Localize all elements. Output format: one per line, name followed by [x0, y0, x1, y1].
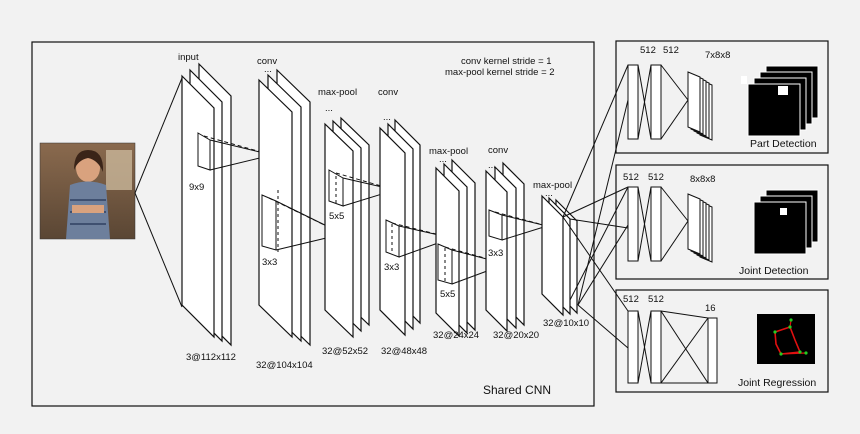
part-detection-title: Part Detection: [750, 138, 817, 150]
layer-ellipsis-conv3: ...: [488, 160, 496, 171]
note-pool-stride: max-pool kernel stride = 2: [445, 67, 555, 78]
layer-input-planes: [181, 62, 232, 347]
pose-skeleton-image: [757, 314, 815, 364]
part-fc2-layer: [650, 64, 662, 140]
regression-fc2-layer: [650, 310, 662, 384]
kernel-label-5x5-b: 5x5: [440, 289, 455, 300]
head-connectors: [562, 64, 629, 349]
note-conv-stride: conv kernel stride = 1: [461, 56, 552, 67]
part-output-maps: [687, 71, 713, 141]
kernel-label-9x9: 9x9: [189, 182, 204, 193]
kernel-label-3x3-c: 3x3: [488, 248, 503, 259]
dim-pool3: 32@10x10: [543, 318, 589, 329]
layer-conv3-planes: [485, 161, 525, 333]
input-image: [39, 142, 136, 240]
layer-pool3-planes: [541, 194, 578, 317]
joint-regression-title: Joint Regression: [738, 377, 816, 389]
joint-fc1-layer: [627, 186, 639, 262]
joint-out-label: 8x8x8: [690, 174, 715, 185]
head-joint-detection: 512 512 8x8x8 Joint Detection: [615, 164, 829, 280]
layer-ellipsis-conv2: ...: [383, 112, 391, 123]
joint-fc2-layer: [650, 186, 662, 262]
dim-conv3: 32@20x20: [493, 330, 539, 341]
layer-title-pool1: max-pool: [318, 87, 357, 98]
part-fc1-layer: [627, 64, 639, 140]
layer-pool1-planes: [324, 116, 370, 339]
head-joint-regression: 512 512 16 Joint Regression: [615, 289, 829, 393]
layer-title-pool3: max-pool: [533, 180, 572, 191]
layer-title-conv1: conv: [257, 56, 277, 67]
dim-conv2: 32@48x48: [381, 346, 427, 357]
regression-out-label: 16: [705, 303, 716, 314]
layer-title-conv2: conv: [378, 87, 398, 98]
layer-pool2-planes: [435, 158, 476, 338]
part-out-label: 7x8x8: [705, 50, 730, 61]
joint-output-maps: [687, 193, 713, 263]
joint-heatmap-stack: [753, 189, 819, 255]
layer-ellipsis-pool2: ...: [439, 154, 447, 165]
layer-title-input: input: [178, 52, 199, 63]
dim-input: 3@112x112: [186, 352, 236, 363]
regression-output-layer: [707, 317, 718, 384]
regression-fc1-label: 512: [623, 294, 639, 305]
shared-cnn-frame: [31, 41, 595, 407]
kernel-label-3x3-b: 3x3: [384, 262, 399, 273]
kernel-5x5: [328, 169, 396, 207]
layer-title-pool2: max-pool: [429, 146, 468, 157]
head-part-detection: 512 512 7x8x8 Part Detection: [615, 40, 829, 154]
regression-fc2-label: 512: [648, 294, 664, 305]
regression-fc1-layer: [627, 310, 639, 384]
shared-cnn-caption: Shared CNN: [483, 383, 551, 397]
part-heatmap-stack: [747, 65, 819, 137]
joint-detection-title: Joint Detection: [739, 265, 809, 277]
dim-conv1: 32@104x104: [256, 360, 313, 371]
joint-fc1-label: 512: [623, 172, 639, 183]
layer-title-conv3: conv: [488, 145, 508, 156]
layer-ellipsis-pool3: ...: [545, 188, 553, 199]
kernel-label-5x5-a: 5x5: [329, 211, 344, 222]
kernel-label-3x3-a: 3x3: [262, 257, 277, 268]
part-fc2-label: 512: [663, 45, 679, 56]
kernel-conv3-to-pool3: [488, 209, 548, 241]
joint-fc2-label: 512: [648, 172, 664, 183]
part-fc1-label: 512: [640, 45, 656, 56]
dim-pool2: 32@24x24: [433, 330, 479, 341]
dim-pool1: 32@52x52: [322, 346, 368, 357]
layer-ellipsis-conv1: ...: [264, 64, 272, 75]
layer-ellipsis-pool1: ...: [325, 103, 333, 114]
input-funnel: [134, 77, 183, 308]
